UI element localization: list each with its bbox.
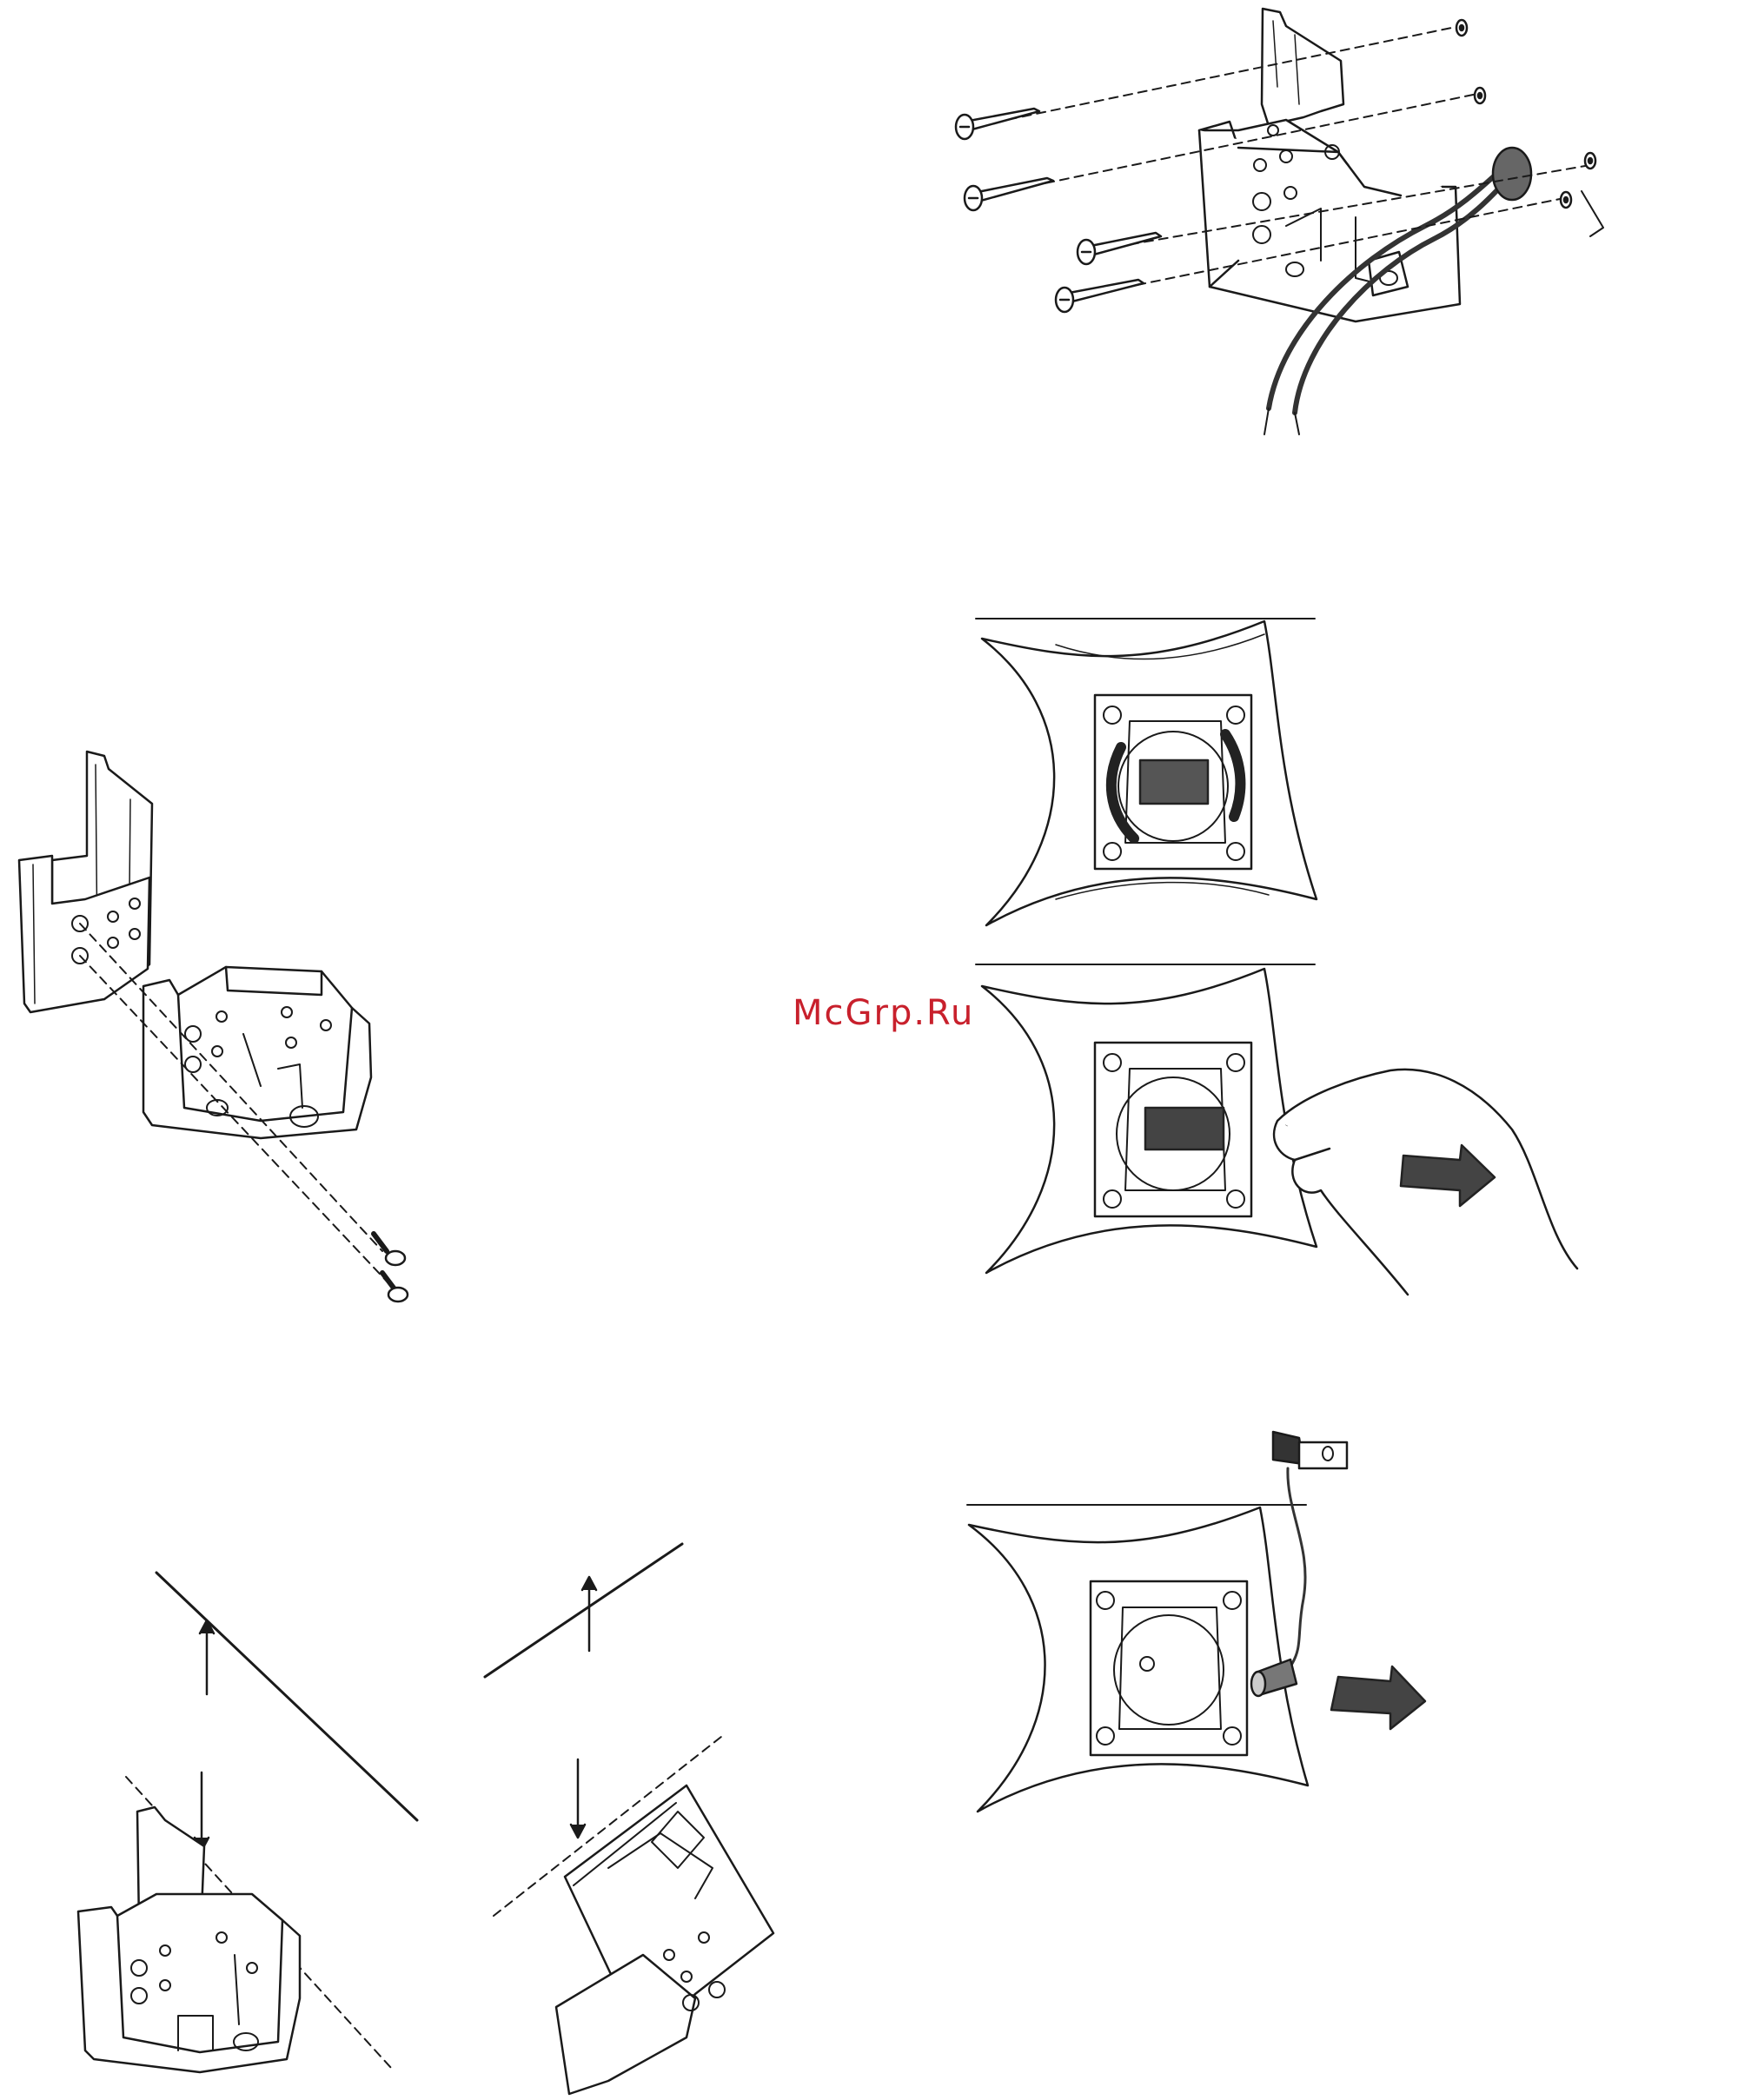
wall-mount-screw-diagram bbox=[956, 9, 1603, 434]
pull-out-hand-diagram bbox=[976, 964, 1577, 1295]
rotate-arrows-diagram bbox=[976, 619, 1317, 925]
bracket-assembly-diagram bbox=[19, 752, 408, 1302]
screw-icon bbox=[382, 1273, 408, 1302]
push-in-plug-diagram bbox=[967, 1432, 1425, 1812]
screw-icon bbox=[1056, 280, 1144, 312]
mounting-angle-diagram bbox=[78, 1544, 773, 2094]
screw-icon bbox=[374, 1234, 405, 1265]
watermark: McGrp.Ru bbox=[793, 993, 974, 1033]
screw-icon bbox=[956, 109, 1039, 139]
screw-icon bbox=[965, 178, 1053, 210]
screw-icon bbox=[1078, 233, 1161, 264]
